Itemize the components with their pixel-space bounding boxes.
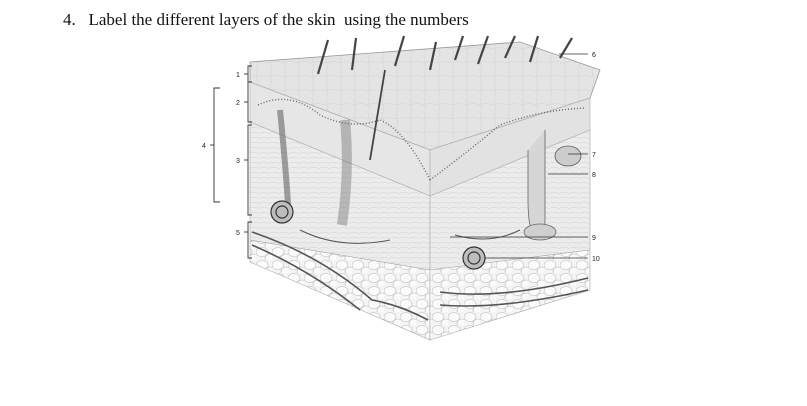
- label-2: 2: [236, 100, 240, 107]
- label-3: 3: [236, 158, 240, 165]
- sebaceous-gland: [554, 145, 582, 167]
- hairs: [316, 35, 573, 161]
- hair-follicles: [277, 109, 557, 241]
- label-1: 1: [236, 72, 240, 79]
- question-text: 4. Label the different layers of the ski…: [63, 10, 469, 30]
- layer-brackets: [210, 65, 252, 259]
- label-8: 8: [592, 172, 596, 179]
- left-face: [249, 81, 431, 341]
- blood-vessels-and-nerves: [251, 229, 589, 321]
- label-10: 10: [592, 256, 600, 263]
- label-7: 7: [592, 152, 596, 159]
- question-body: Label the different layers of the skin u…: [88, 10, 469, 29]
- epidermis-boundary-left: [257, 98, 431, 181]
- question-number: 4.: [63, 10, 76, 29]
- sweat-gland-left: [270, 200, 294, 224]
- sweat-gland-right: [462, 246, 486, 270]
- label-9: 9: [592, 235, 596, 242]
- label-6: 6: [592, 52, 596, 59]
- leader-lines: [450, 53, 588, 259]
- label-5: 5: [236, 230, 240, 237]
- label-4: 4: [202, 143, 206, 150]
